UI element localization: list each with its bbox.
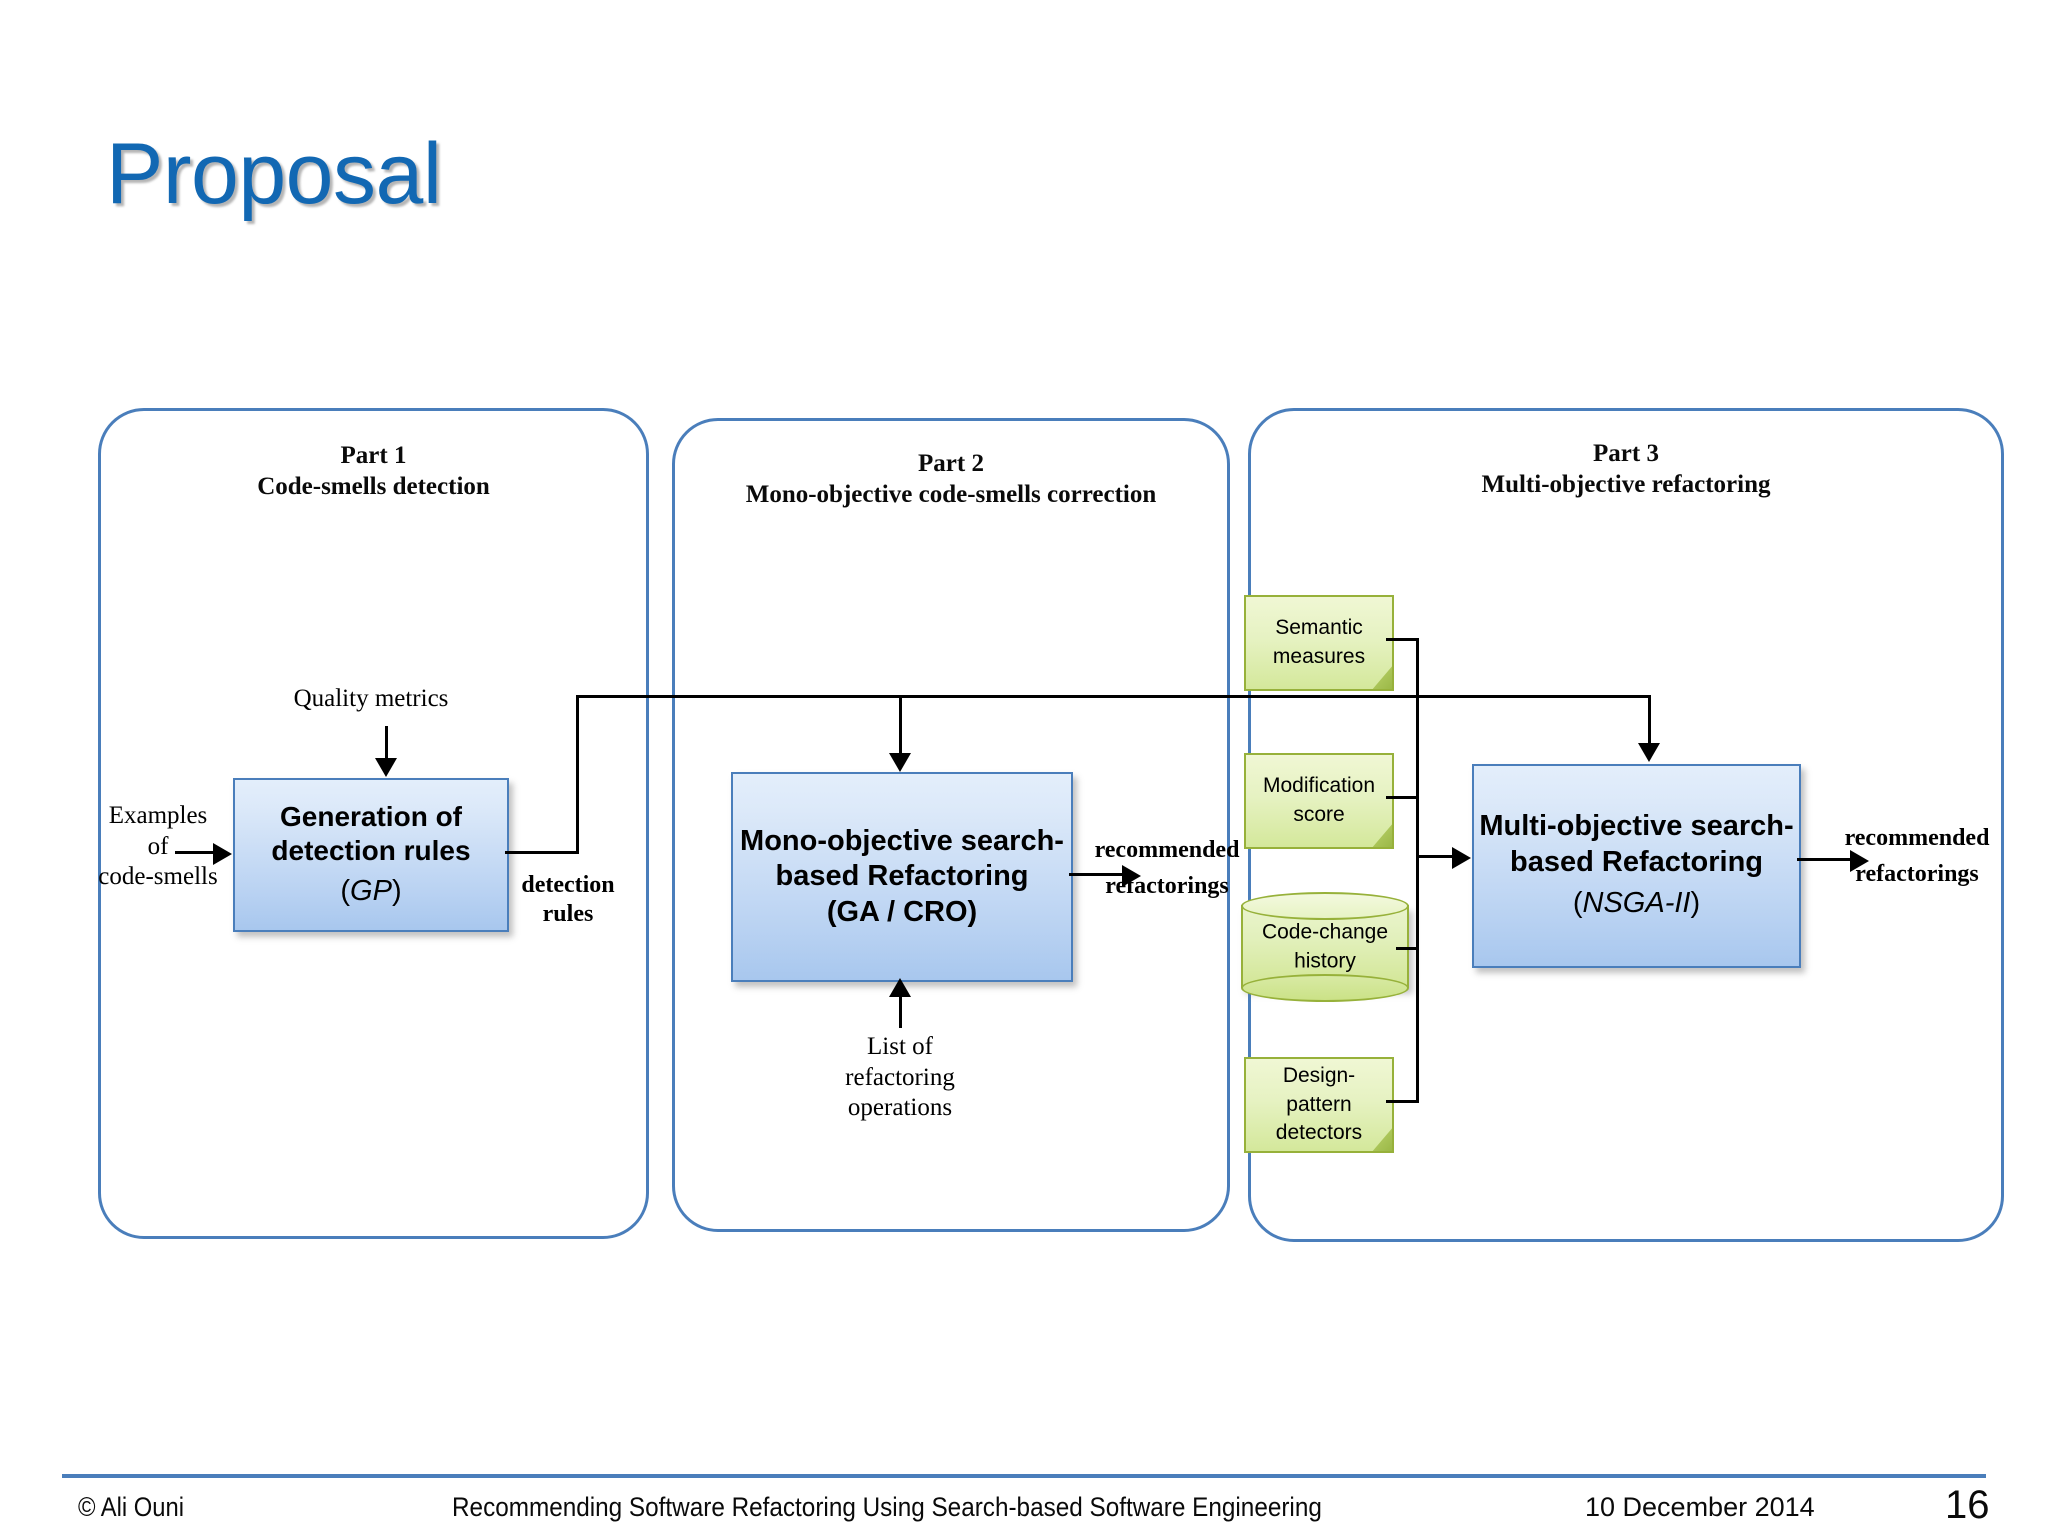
multi-objective-refactoring-box[interactable]: Multi-objective search- based Refactorin…	[1472, 764, 1801, 968]
code-change-history-cylinder[interactable]: Code-change history	[1241, 892, 1409, 1002]
footer-date: 10 December 2014	[1585, 1492, 1815, 1522]
design-pattern-detectors-label: Design-pattern detectors	[1275, 1064, 1363, 1145]
gp-box-method: (GP)	[340, 874, 402, 907]
examples-of-code-smells-label: Examples of code-smells	[98, 802, 218, 890]
nsga-output-arrowhead	[1850, 850, 1869, 872]
examples-arrowhead	[213, 843, 232, 865]
part-3-title: Part 3	[1593, 440, 1659, 467]
ga-output-line	[1069, 873, 1127, 876]
note-shape	[1244, 1057, 1394, 1153]
detection-rules-line-h1	[505, 851, 579, 854]
examples-connector-line	[175, 851, 217, 854]
part-1-subtitle: Code-smells detection	[257, 472, 490, 500]
green-inputs-feed-line	[1416, 855, 1456, 858]
code-change-history-label: Code-change history	[1261, 920, 1389, 972]
part-1-title: Part 1	[340, 442, 407, 469]
panel-dashed-bottom-edge	[155, 1236, 592, 1239]
nsga-box-title: Multi-objective search- based Refactorin…	[1479, 810, 1794, 878]
semantic-measures-note[interactable]: Semantic measures	[1244, 595, 1394, 691]
nsga-box-method: (NSGA-II)	[1572, 887, 1701, 920]
list-of-refactoring-operations-label: List of refactoring operations	[845, 1033, 955, 1121]
design-pattern-detectors-stub	[1386, 1100, 1419, 1103]
panel-dashed-bottom-edge	[1326, 1239, 1926, 1242]
refactoring-operations-arrowhead	[889, 978, 911, 997]
footer-presentation-title: Recommending Software Refactoring Using …	[452, 1492, 1322, 1522]
footer-slide-number: 16	[1945, 1483, 1990, 1527]
detection-rules-branch-part2	[899, 695, 902, 755]
part-2-heading: Part 2 Mono-objective code-smells correc…	[675, 449, 1227, 510]
detection-rules-line-h2	[576, 695, 1651, 698]
page-title: Proposal	[106, 126, 442, 222]
modification-score-stub	[1386, 796, 1419, 799]
refactoring-operations-connector-line	[899, 996, 902, 1028]
detection-rules-label: detection rules	[521, 872, 615, 928]
detection-rules-line-v1	[576, 695, 579, 854]
panel-dashed-top-edge	[1356, 408, 1941, 411]
modification-score-label: Modification score	[1262, 774, 1376, 826]
design-pattern-detectors-note[interactable]: Design-pattern detectors	[1244, 1057, 1394, 1153]
part-3-subtitle: Multi-objective refactoring	[1481, 470, 1771, 498]
note-shape	[1244, 753, 1394, 849]
semantic-measures-stub	[1386, 638, 1419, 641]
panel-dashed-top-edge	[752, 418, 1183, 421]
cylinder-top-ellipse	[1241, 892, 1409, 920]
part-2-subtitle: Mono-objective code-smells correction	[745, 480, 1157, 508]
detection-rules-branch-part3	[1648, 695, 1651, 745]
nsga-output-line	[1797, 858, 1855, 861]
nsga-recommended-label-bottom: refactorings	[1855, 861, 1979, 887]
quality-metrics-arrowhead	[375, 758, 397, 777]
detection-rules-part3-arrowhead	[1638, 743, 1660, 762]
panel-dashed-top-edge	[177, 408, 603, 411]
footer-author: © Ali Ouni	[78, 1492, 184, 1522]
mono-objective-refactoring-box[interactable]: Mono-objective search- based Refactoring…	[731, 772, 1073, 982]
ga-recommended-label-top: recommended	[1094, 837, 1240, 863]
nsga-recommended-label-top: recommended	[1844, 825, 1990, 851]
quality-metrics-connector-line	[385, 726, 388, 760]
part-1-heading: Part 1 Code-smells detection	[101, 441, 646, 502]
code-change-history-stub	[1396, 947, 1419, 950]
ga-recommended-label-bottom: refactorings	[1105, 873, 1229, 899]
quality-metrics-label: Quality metrics	[293, 685, 449, 712]
green-inputs-bus-line	[1416, 638, 1419, 1103]
green-inputs-arrowhead	[1452, 847, 1471, 869]
semantic-measures-label: Semantic measures	[1272, 616, 1366, 668]
footer-divider	[62, 1474, 1986, 1478]
cylinder-bottom-ellipse	[1241, 974, 1409, 1002]
gp-box-title: Generation of detection rules	[271, 800, 471, 866]
part-2-title: Part 2	[918, 450, 984, 477]
ga-box-title: Mono-objective search- based Refactoring…	[740, 824, 1064, 928]
ga-output-arrowhead	[1122, 865, 1141, 887]
detection-rules-part2-arrowhead	[889, 753, 911, 772]
modification-score-note[interactable]: Modification score	[1244, 753, 1394, 849]
part-3-heading: Part 3 Multi-objective refactoring	[1251, 439, 2001, 500]
note-shape	[1244, 595, 1394, 691]
panel-dashed-bottom-edge	[730, 1229, 1172, 1232]
generation-of-detection-rules-box[interactable]: Generation of detection rules (GP)	[233, 778, 509, 932]
